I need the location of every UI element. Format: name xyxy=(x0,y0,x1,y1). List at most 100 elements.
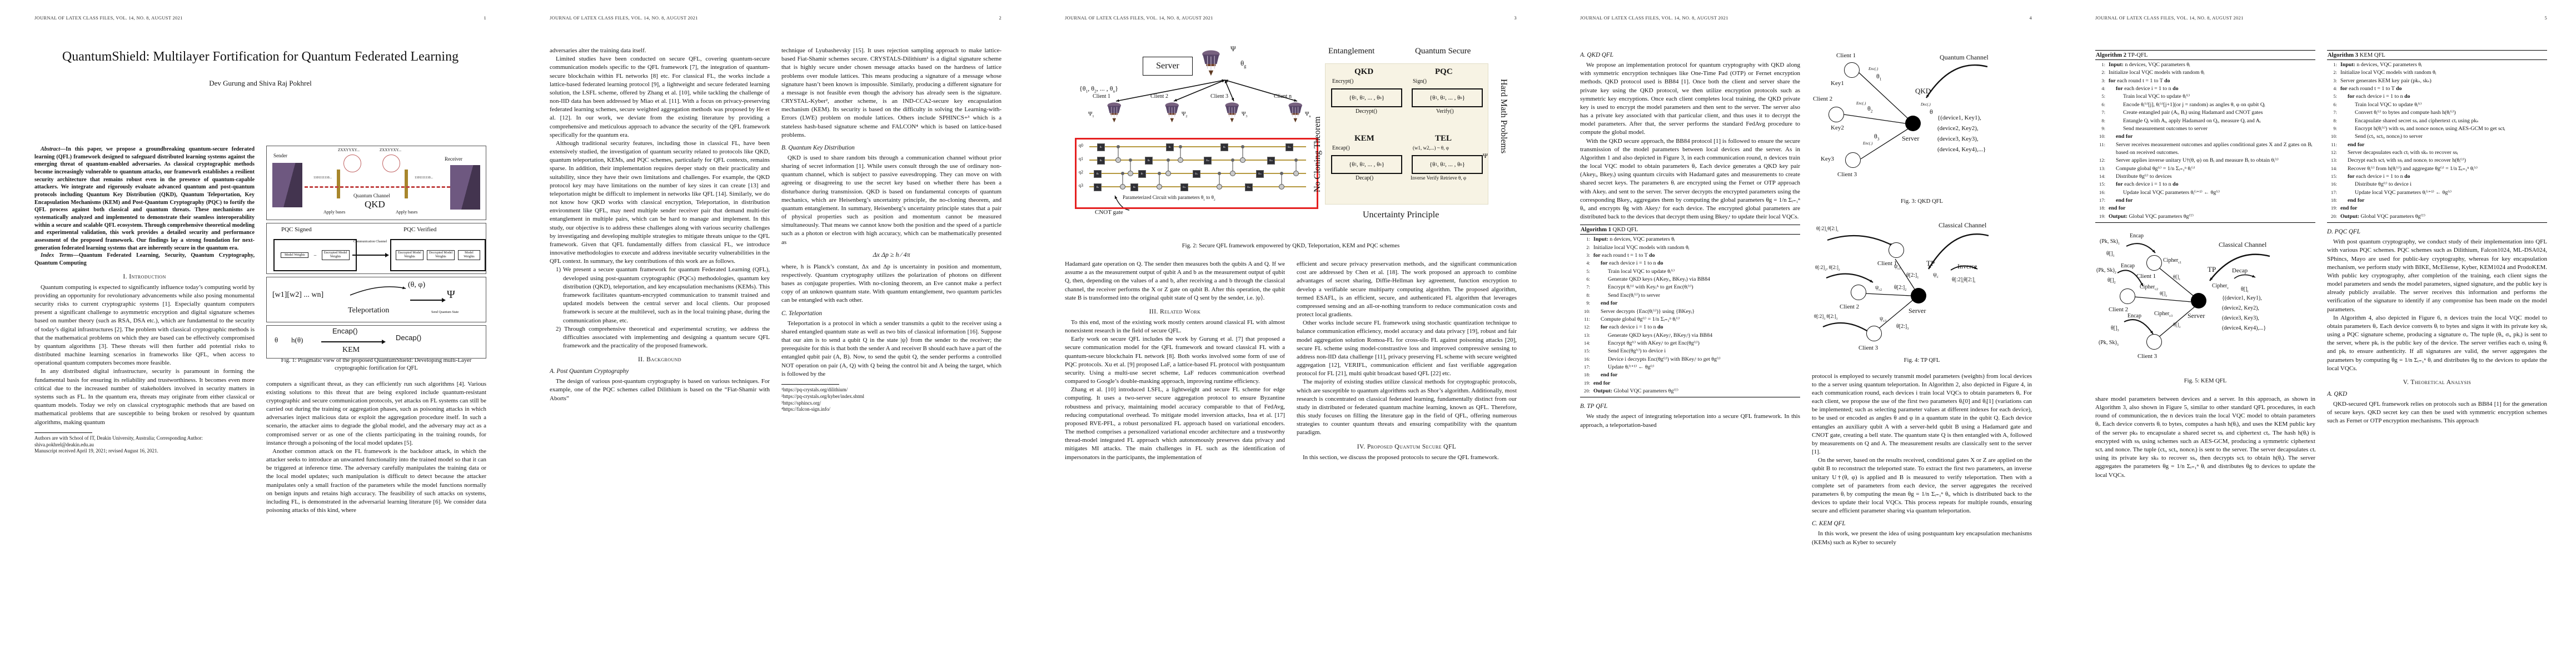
algorithm-line: 17:Update local VQC parameters θᵢ⁽ᵗ⁺¹⁾ ←… xyxy=(2331,189,2452,196)
algorithm-line: 1:Input: n devices, VQC parameters θᵢ xyxy=(2101,62,2190,68)
dec-label: Dec(.) xyxy=(1921,102,1931,107)
arrow-right xyxy=(352,253,389,258)
quantum-computer-icon xyxy=(1224,102,1240,126)
pqc-signed-label: PQC Signed xyxy=(281,226,312,233)
encrypted-weights-box: Encrypted Model Weights xyxy=(396,250,423,260)
client-psi-label: Ψ1 xyxy=(1088,111,1094,118)
page-number: 3 xyxy=(1514,16,1517,21)
section-heading: IV. Proposed Quantum Secure QFL xyxy=(1357,442,1457,450)
algorithm-line: 8:Send Enc(θᵢ⁽ᵗ⁾) to server xyxy=(1586,292,1660,298)
quantum-channel-label: Quantum Channel xyxy=(1940,53,1989,61)
client-node xyxy=(2146,255,2162,271)
algorithm-line: 18:end for xyxy=(1584,372,1618,379)
paragraph: Hadamard gate operation on Q. The sender… xyxy=(1065,261,1285,301)
paragraph: With the QKD secure approach, the BB84 p… xyxy=(1580,137,1800,221)
paragraph: We study the aspect of integrating telep… xyxy=(1580,413,1800,429)
algorithm-line: 15:for each device i = 1 to n do xyxy=(2099,181,2179,188)
subsection-heading: A. QKD xyxy=(2327,390,2348,397)
paragraph: protocol is employed to securely transmi… xyxy=(1812,372,2032,456)
algorithm-line: 18:end for xyxy=(2099,205,2126,212)
decap-label: Decap() xyxy=(396,334,422,342)
scheme-title-tel: TEL xyxy=(1435,134,1452,143)
parameterized-circuit-box xyxy=(1075,138,1318,209)
page2-column-1: adversaries alter the training data itse… xyxy=(550,47,770,658)
qubit-label: q0 xyxy=(1079,143,1083,148)
client-node xyxy=(1828,107,1844,122)
section-heading: II. Background xyxy=(638,356,681,364)
footnote: ²https://pq-crystals.org/kyber/index.sht… xyxy=(781,393,865,399)
weights-vector-label: [w1][w2] ... wn] xyxy=(272,291,324,299)
entangled-loop-icon xyxy=(343,155,361,172)
subsection-heading: B. Quantum Key Distribution xyxy=(781,144,855,151)
client-label: Client 2 xyxy=(2109,306,2129,313)
param-pair-label: θ[:2]1θ[2:]1 xyxy=(1816,225,1839,233)
theta-g-label: θg xyxy=(1240,59,1247,69)
apply-bases-label: Apply bases xyxy=(396,210,418,215)
cipher-c-label: Cipherc xyxy=(2212,283,2229,291)
algorithm-line: 11:Compute global θg⁽ᵗ⁾ = 1/n Σᵢ₌₁ⁿ θᵢ⁽ᵗ… xyxy=(1584,316,1680,322)
send-quantum-state-label: Send Quantum State xyxy=(431,311,459,314)
kem-title: KEM xyxy=(342,346,360,354)
algorithm-line: 17:Update θᵢ⁽ᵗ⁺¹⁾ ← θg⁽ᵗ⁾ xyxy=(1584,364,1655,371)
algorithm-line: 5:Train local VQC to update θᵢ⁽ᵗ⁾ xyxy=(2101,93,2190,100)
device-key-entry: (device4, Key4),...} xyxy=(1937,146,1986,153)
algorithm-line: 19:end for xyxy=(2331,205,2358,212)
theta-label: θ[]2 xyxy=(2107,277,2116,285)
receiver-label: Receiver xyxy=(445,156,462,162)
pk-sk-label: (Pk, Sk)2 xyxy=(2096,267,2116,275)
theta-label: θ[]1 xyxy=(2106,251,2115,258)
algorithm-line: 6:Generate QKD keys (AKeyᵢ, BKeyᵢ) via B… xyxy=(1586,276,1710,283)
param-pair-label: θ[:2]2, θ[2:]2 xyxy=(1815,264,1840,272)
algorithm-line: 8:Encapsulate shared secret ssᵢ and ciph… xyxy=(2333,117,2479,124)
server-label: Server xyxy=(1909,306,1926,315)
paragraph: QKD is used to share random bits through… xyxy=(781,154,1001,246)
algorithm-line: 3:for each round t = 1 to T do xyxy=(1586,252,1655,258)
key-label: Key3 xyxy=(1821,156,1834,162)
section-heading: V. Theoretical Analysis xyxy=(2403,378,2472,386)
paragraph: 2) Through comprehensive theoretical and… xyxy=(556,325,770,350)
client-node xyxy=(1844,62,1860,78)
section-heading: III. Related Work xyxy=(1149,307,1201,315)
apply-bases-label: Apply bases xyxy=(323,210,346,215)
enc-label: Enc(.) xyxy=(1869,67,1879,71)
algorithm-line: 10:Send (ctᵢ, sctᵢ, nonceᵢ) to server xyxy=(2331,133,2423,140)
polarizer-bar xyxy=(337,170,340,198)
theta-mid-label: θ[2:]2 xyxy=(1894,284,1907,292)
tp-label: TP xyxy=(2208,265,2216,274)
receiver-node xyxy=(450,165,480,210)
subsection-heading: A. Post Quantum Cryptography xyxy=(550,368,629,375)
client-node xyxy=(2120,288,2135,305)
hard-math-label: Hard Math Problems xyxy=(1499,79,1508,154)
algorithm-line: 16:Device i decrypts Enc(θg⁽ᵗ⁾) with BKe… xyxy=(1584,356,1721,362)
algorithm-line: 12:Server decapsulates each ctᵢ with skₛ… xyxy=(2331,149,2458,156)
algorithm-line: 2:Initialize local VQC models with rando… xyxy=(1586,244,1690,251)
device-key-entry: (device2, Key2), xyxy=(2222,305,2259,312)
tp-label: TP xyxy=(1926,258,1935,267)
subsection-heading: C. Teleportation xyxy=(781,310,822,317)
paragraph: QKD-secured QFL framework relies on prot… xyxy=(2327,400,2547,425)
running-header: JOURNAL OF LATEX CLASS FILES, VOL. 14, N… xyxy=(34,16,183,21)
algorithm-line: 14:Distribute θg⁽ᵗ⁾ to devices xyxy=(2099,173,2172,180)
figure-caption: Fig. 5: KEM QFL xyxy=(2184,378,2227,385)
psi-c-label: ψc2 xyxy=(1875,284,1882,292)
paragraph: We propose an implementation protocol fo… xyxy=(1580,62,1800,136)
algorithm-line: 3:for each round t = 1 to T do xyxy=(2101,77,2170,84)
footnote: ³https://sphincs.org/ xyxy=(781,400,821,406)
theta-mid-label: θ[2:]3 xyxy=(1896,323,1909,331)
algorithm-line: 6:Encode θᵢ⁽ᵗ⁾[j], θᵢ⁽ᵗ⁾[j+1](or j = ran… xyxy=(2101,101,2265,108)
paragraph: Early work on secure QFL includes the wo… xyxy=(1065,336,1285,385)
paragraph: To this end, most of the existing work m… xyxy=(1065,318,1285,335)
algorithm-line: 14:Encrypt θg⁽ᵗ⁾ with AKeyᵢˢ to get Enc(… xyxy=(1584,340,1700,346)
footnote-rule xyxy=(34,432,92,433)
sender-label: Sender xyxy=(273,153,287,158)
footnote: ⁴https://falcon-sign.info/ xyxy=(781,406,830,412)
basis-pattern-label: ZXXYYXY... xyxy=(338,148,360,152)
